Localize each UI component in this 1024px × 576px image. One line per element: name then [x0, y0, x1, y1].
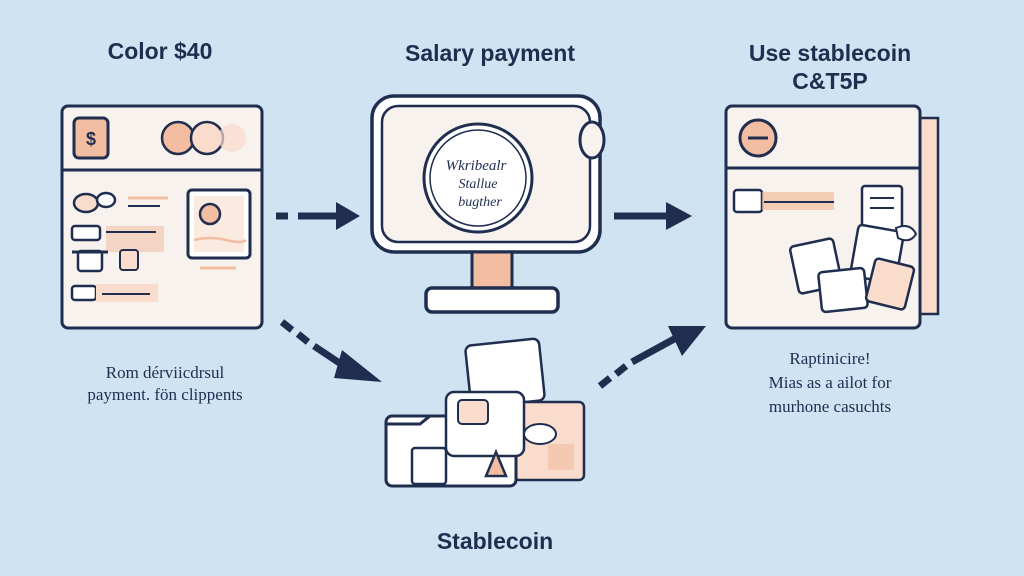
seal-script-line: Wkribealr [446, 158, 507, 174]
right-app-panel [724, 104, 940, 330]
payment-seal-icon [422, 122, 534, 234]
toggle-circle-icon [160, 120, 196, 156]
left-caption-line1: Rom dérviicdrsul [105, 363, 225, 382]
right-title-line2: C&T5P [792, 68, 868, 94]
seal-script-line: Stallue [459, 177, 498, 192]
left-app-panel: $ [60, 104, 264, 330]
flow-arrows [276, 202, 706, 389]
left-inner-card [186, 188, 252, 270]
center-monitor: Wkribealr Stallue bugther [370, 94, 606, 314]
right-caption-line3: murhone casuchts [768, 397, 892, 416]
seal-script-line: bugther [458, 195, 502, 210]
left-list-items [70, 191, 168, 302]
bottom-title: Stablecoin [436, 528, 554, 554]
left-title: Color $40 [107, 38, 213, 64]
dollar-badge-text: $ [86, 129, 96, 149]
right-title-line1: Use stablecoin [748, 40, 912, 66]
left-caption-line2: payment. fön clippents [87, 385, 243, 404]
right-caption-line2: Mias as a ailot for [768, 373, 892, 392]
stablecoin-stack [384, 337, 586, 488]
right-caption-line1: Raptinicire! [789, 349, 871, 368]
center-title: Salary payment [404, 40, 576, 66]
dollar-badge-icon [72, 116, 110, 160]
